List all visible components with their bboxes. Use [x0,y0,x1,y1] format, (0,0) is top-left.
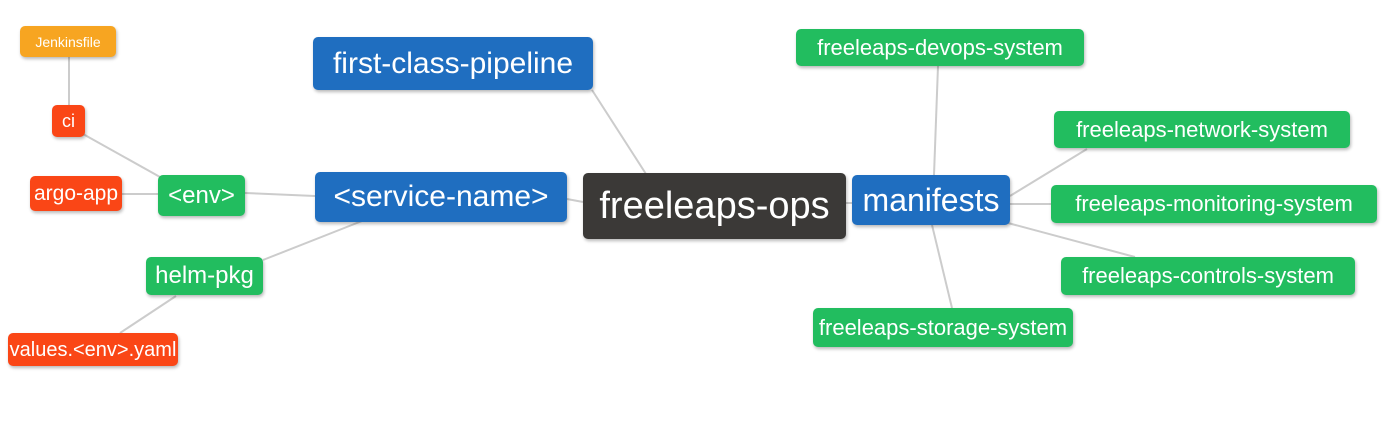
edge-helm-pkg-service-name [262,220,363,261]
edge-values-env-yaml-helm-pkg [119,295,177,334]
mindmap-node-manifests[interactable]: manifests [852,175,1010,225]
edge-ci-env [82,133,161,178]
node-label: values.<env>.yaml [9,338,177,361]
mindmap-node-first-class-pipeline[interactable]: first-class-pipeline [313,37,593,90]
edge-manifests-freeleaps-storage-system [931,224,953,309]
mindmap-node-values-env-yaml[interactable]: values.<env>.yaml [8,333,178,366]
edge-first-class-pipeline-freeleaps-ops [591,89,647,175]
mindmap-node-env[interactable]: <env> [158,175,245,216]
node-label: <env> [168,181,235,209]
node-label: freeleaps-devops-system [817,34,1063,60]
node-label: freeleaps-monitoring-system [1075,191,1353,216]
mindmap-node-freeleaps-storage-system[interactable]: freeleaps-storage-system [813,308,1073,347]
mindmap-node-argo-app[interactable]: argo-app [30,176,122,211]
node-label: helm-pkg [155,262,254,289]
node-label: manifests [862,182,1000,218]
node-label: freeleaps-network-system [1076,116,1328,142]
node-label: <service-name> [333,180,549,213]
mindmap-node-freeleaps-controls-system[interactable]: freeleaps-controls-system [1061,257,1355,295]
mindmap-node-ci[interactable]: ci [52,105,85,137]
mindmap-node-freeleaps-network-system[interactable]: freeleaps-network-system [1054,111,1350,148]
mindmap-node-freeleaps-ops[interactable]: freeleaps-ops [583,173,846,239]
mindmap-node-freeleaps-monitoring-system[interactable]: freeleaps-monitoring-system [1051,185,1377,223]
node-label: ci [62,111,75,131]
edge-manifests-freeleaps-controls-system [1007,222,1136,258]
mindmap-node-jenkinsfile[interactable]: Jenkinsfile [20,26,116,57]
node-label: argo-app [33,182,119,205]
edge-service-name-freeleaps-ops [566,198,584,203]
node-label: freeleaps-storage-system [818,314,1068,340]
edge-manifests-freeleaps-devops-system [933,65,939,176]
mindmap-node-service-name[interactable]: <service-name> [315,172,567,222]
node-label: freeleaps-ops [599,185,830,227]
mindmap-node-helm-pkg[interactable]: helm-pkg [146,257,263,295]
mindmap-node-freeleaps-devops-system[interactable]: freeleaps-devops-system [796,29,1084,66]
node-label: freeleaps-controls-system [1082,263,1334,288]
edge-env-service-name [244,192,316,197]
node-label: Jenkinsfile [35,33,101,50]
node-label: first-class-pipeline [332,46,574,80]
